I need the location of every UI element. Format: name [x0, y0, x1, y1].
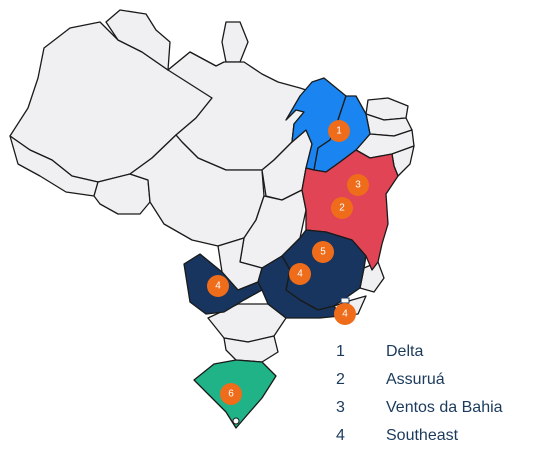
marker-label: 6: [228, 389, 234, 400]
marker-label: 1: [336, 126, 342, 137]
marker-5[interactable]: 5: [312, 241, 334, 263]
marker-label: 4: [297, 269, 303, 280]
legend-number: 1: [336, 343, 345, 360]
legend: 1 Delta 2 Assuruá 3 Ventos da Bahia 4 So…: [336, 338, 503, 450]
legend-item: 2 Assuruá: [336, 366, 503, 394]
legend-name: Delta: [386, 343, 424, 360]
marker-ventos-da-bahia[interactable]: 3: [347, 174, 369, 196]
legend-name: Assuruá: [386, 371, 445, 388]
legend-name: Southeast: [386, 427, 459, 444]
state-santa-catarina: [223, 335, 279, 363]
legend-name: Ventos da Bahia: [386, 399, 503, 416]
state-amapa: [221, 21, 249, 63]
marker-southeast-mg[interactable]: 4: [289, 263, 311, 285]
legend-item: 3 Ventos da Bahia: [336, 394, 503, 422]
marker-6[interactable]: 6: [220, 383, 242, 405]
marker-southeast-coast[interactable]: 4: [334, 303, 356, 325]
legend-item: 4 Southeast: [336, 422, 503, 450]
legend-number: 4: [336, 427, 345, 444]
marker-label: 4: [215, 281, 221, 292]
marker-label: 3: [355, 180, 361, 191]
marker-label: 5: [320, 247, 326, 258]
markers: 1 3 2 5 4 4 4 6: [207, 120, 369, 405]
base-states: [9, 9, 415, 363]
marker-label: 4: [342, 309, 348, 320]
site-dot: [232, 417, 240, 425]
marker-assurua[interactable]: 2: [331, 197, 353, 219]
marker-label: 2: [339, 203, 345, 214]
state-roraima: [105, 9, 171, 71]
legend-number: 3: [336, 399, 345, 416]
marker-southeast-ms[interactable]: 4: [207, 275, 229, 297]
legend-number: 2: [336, 371, 345, 388]
marker-delta[interactable]: 1: [328, 120, 350, 142]
legend-item: 1 Delta: [336, 338, 503, 366]
